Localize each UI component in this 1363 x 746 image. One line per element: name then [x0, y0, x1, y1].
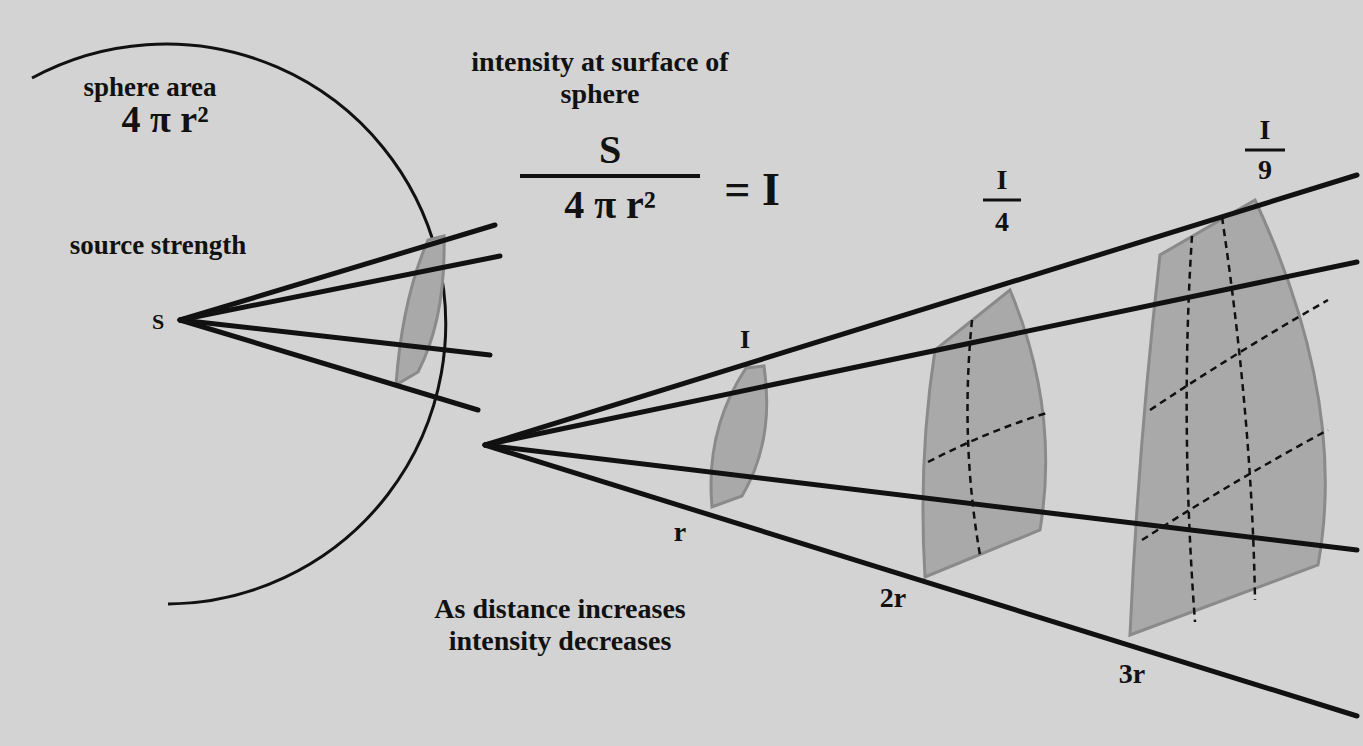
patch-3r [1130, 200, 1325, 635]
patch-3r-grid [1142, 217, 1328, 622]
intensity-equals: = I [724, 164, 780, 217]
source-numerator: S [599, 127, 621, 173]
source-point-label: S [152, 309, 164, 334]
patch-2r-grid [928, 320, 1050, 555]
distance-label: 3r [1119, 658, 1145, 690]
source-strength-label: source strength [70, 230, 247, 261]
sphere-arc [32, 44, 446, 604]
intensity-label: I [740, 325, 750, 355]
intensity-numerator: I [1260, 114, 1271, 146]
distance-label: r [674, 516, 686, 548]
area-denominator: 4 π r² [564, 182, 656, 228]
fraction-denominator: 9 [1258, 154, 1272, 186]
intensity-numerator: I [997, 164, 1008, 196]
fraction-bar [520, 174, 700, 178]
fraction-denominator: 4 [995, 206, 1009, 238]
surface-patch [396, 236, 444, 385]
caption-note: As distance increases intensity decrease… [390, 593, 730, 657]
fraction-bar [983, 199, 1021, 202]
distance-label: 2r [880, 582, 906, 614]
area-formula: 4 π r² [121, 98, 208, 142]
intensity-heading: intensity at surface of sphere [469, 46, 731, 110]
fraction-bar [1245, 149, 1285, 152]
